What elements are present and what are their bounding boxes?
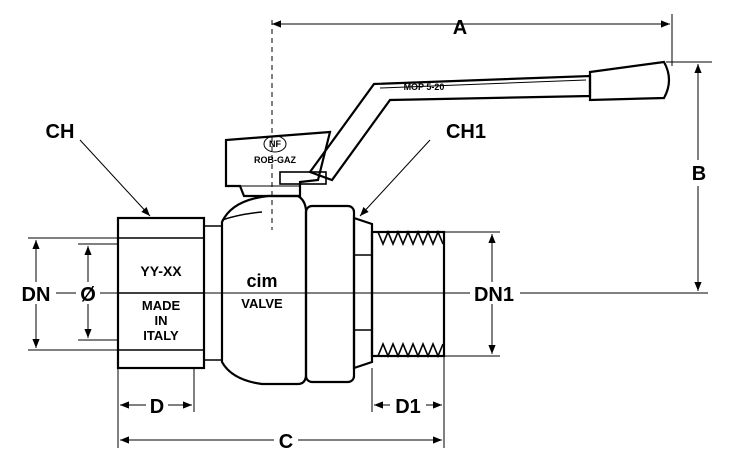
origin-line-1: MADE <box>142 298 181 313</box>
size-code-marking: YY-XX <box>140 263 182 279</box>
leader-ch: CH <box>46 121 151 217</box>
dimension-dn-label: DN <box>22 284 51 306</box>
dimension-d-label: D <box>150 396 164 418</box>
dimension-c: C <box>120 428 442 453</box>
dimension-a-label: A <box>453 17 467 39</box>
collar-nut <box>304 204 356 384</box>
lever-handle <box>308 60 671 182</box>
dimension-d1: D1 <box>371 356 445 448</box>
handle-marking: MOP 5-20 <box>404 82 445 92</box>
dimension-d1-label: D1 <box>395 396 421 418</box>
cert-logo-text: NF <box>269 139 281 149</box>
dimension-b: B <box>666 61 712 291</box>
dimension-c-label: C <box>279 431 293 453</box>
brand-logo: cim <box>246 271 277 291</box>
leader-ch-label: CH <box>46 121 75 143</box>
brand-subtitle: VALVE <box>241 296 283 311</box>
dimension-b-label: B <box>692 163 706 185</box>
male-hex <box>352 216 374 370</box>
dimension-dn1: DN1 <box>444 231 520 357</box>
certification-mark: NF ROB-GAZ <box>254 135 296 165</box>
origin-line-2: IN <box>155 313 168 328</box>
dimension-diameter: Ø <box>76 243 118 341</box>
dimension-a: A <box>272 14 673 66</box>
dimension-d: D <box>117 368 195 448</box>
leader-ch1: CH1 <box>359 121 486 217</box>
dimension-dn: DN <box>14 237 118 351</box>
dimension-dn1-label: DN1 <box>474 284 514 306</box>
leader-ch1-label: CH1 <box>446 121 486 143</box>
male-thread <box>370 229 446 359</box>
handle-grip <box>588 60 671 102</box>
origin-line-3: ITALY <box>143 328 179 343</box>
cert-text: ROB-GAZ <box>254 155 296 165</box>
dimension-diameter-label: Ø <box>80 284 96 306</box>
